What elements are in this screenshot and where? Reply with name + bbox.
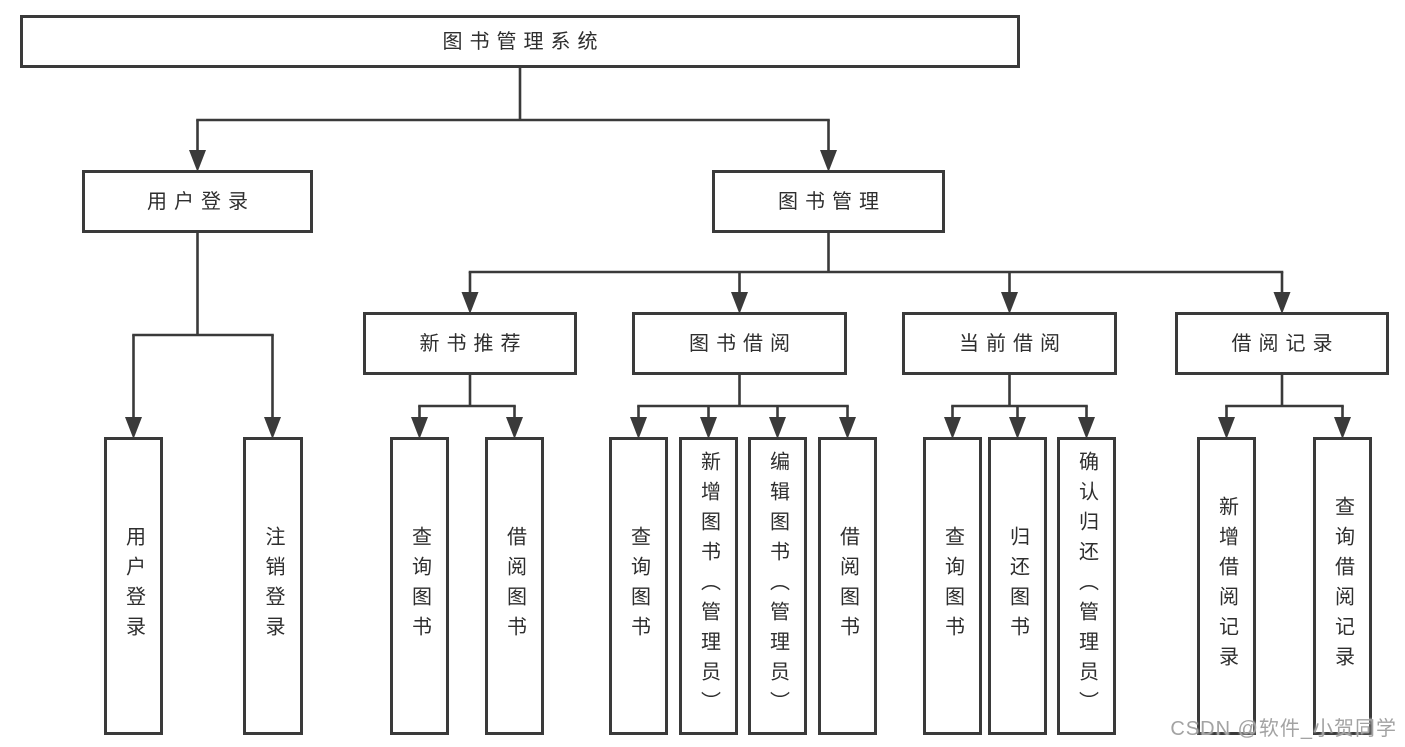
node-current-borrowing: 当前借阅 (902, 312, 1117, 375)
node-library-management-system: 图书管理系统 (20, 15, 1020, 68)
node-label: 查询图书 (408, 526, 431, 646)
leaf-confirm-return-admin: 确认归还（管理员） (1057, 437, 1116, 735)
leaf-borrow-books-recommend: 借阅图书 (485, 437, 544, 735)
node-label: 确认归还（管理员） (1075, 451, 1098, 721)
node-label: 查询图书 (941, 526, 964, 646)
node-label: 注销登录 (262, 526, 284, 646)
node-label: 用户登录 (122, 526, 145, 646)
leaf-add-books-admin: 新增图书（管理员） (679, 437, 738, 735)
node-label: 查询借阅记录 (1331, 496, 1354, 676)
leaf-logout: 注销登录 (243, 437, 303, 735)
leaf-query-books-current: 查询图书 (923, 437, 982, 735)
node-user-login: 用户登录 (82, 170, 313, 233)
node-label: 图书管理系统 (442, 30, 605, 53)
csdn-watermark: CSDN @软件_小贺同学 (1170, 718, 1397, 740)
leaf-user-login: 用户登录 (104, 437, 163, 735)
node-label: 当前借阅 (959, 332, 1067, 355)
node-label: 新增图书（管理员） (697, 451, 720, 721)
node-label: 查询图书 (627, 526, 650, 646)
node-label: 归还图书 (1006, 526, 1029, 646)
node-label: 新书推荐 (419, 332, 528, 355)
node-label: 借阅记录 (1231, 332, 1340, 355)
leaf-query-books-recommend: 查询图书 (390, 437, 449, 735)
leaf-add-borrow-record: 新增借阅记录 (1197, 437, 1256, 735)
node-borrowing-records: 借阅记录 (1175, 312, 1389, 375)
node-label: 图书借阅 (689, 332, 797, 355)
node-label: 图书管理 (778, 190, 886, 213)
node-new-book-recommendation: 新书推荐 (363, 312, 577, 375)
leaf-edit-books-admin: 编辑图书（管理员） (748, 437, 807, 735)
node-book-management: 图书管理 (712, 170, 945, 233)
leaf-borrow-books-borrowing: 借阅图书 (818, 437, 877, 735)
leaf-return-books: 归还图书 (988, 437, 1047, 735)
node-label: 借阅图书 (503, 526, 526, 646)
node-label: 借阅图书 (836, 526, 859, 646)
leaf-query-books-borrowing: 查询图书 (609, 437, 668, 735)
node-label: 编辑图书（管理员） (766, 451, 789, 721)
leaf-query-borrow-record: 查询借阅记录 (1313, 437, 1372, 735)
node-book-borrowing: 图书借阅 (632, 312, 847, 375)
node-label: 新增借阅记录 (1215, 496, 1238, 676)
node-label: 用户登录 (147, 190, 255, 213)
